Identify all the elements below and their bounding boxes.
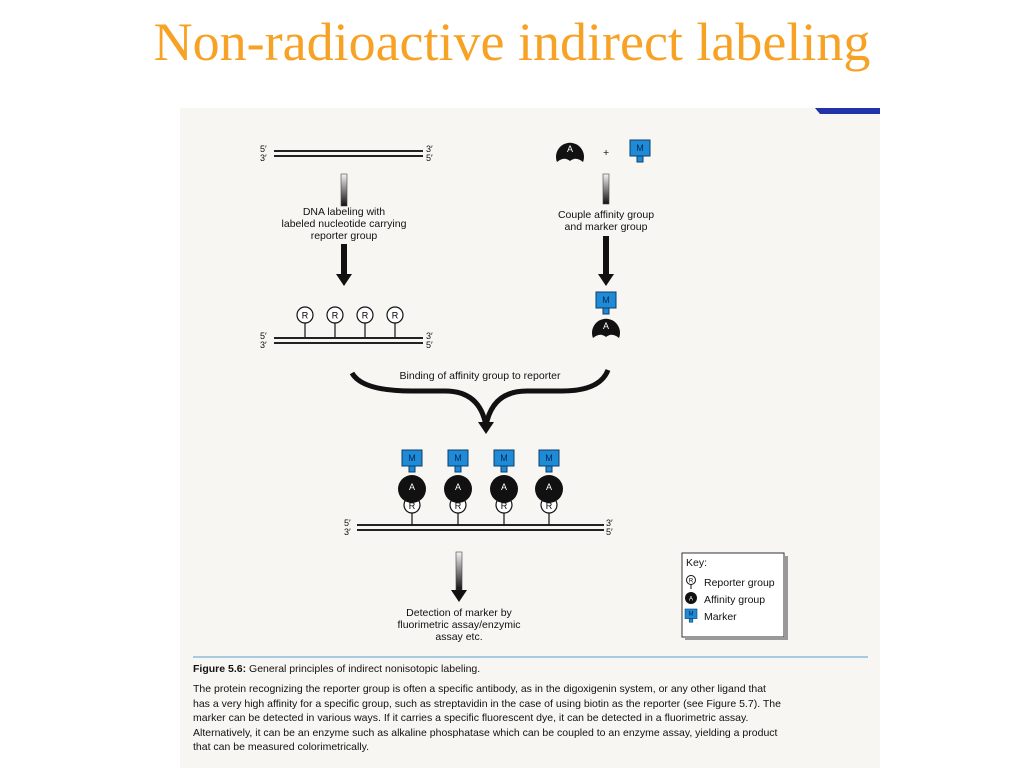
svg-text:R: R: [332, 311, 339, 321]
key-heading: Key:: [686, 557, 707, 569]
dna-labeling-text-2: labeled nucleotide carrying: [282, 218, 407, 230]
labeled-dna: 5′ 3′ 3′ 5′ R R R R: [260, 306, 433, 350]
strand-end-label: 5′: [606, 527, 613, 537]
svg-text:A: A: [603, 321, 609, 331]
affinity-icon: A: [685, 592, 697, 604]
strand-end-label: 5′: [260, 144, 267, 154]
caption-line: has a very high affinity for a specific …: [193, 697, 781, 710]
plus-sign: +: [603, 147, 609, 159]
svg-text:A: A: [501, 482, 507, 492]
dna-labeling-text-3: reporter group: [311, 230, 378, 242]
svg-text:R: R: [546, 501, 553, 511]
couple-arrow: Couple affinity group and marker group: [558, 173, 654, 286]
reporter-group: R: [386, 306, 404, 337]
figure-number: Figure 5.6:: [193, 663, 247, 675]
svg-text:A: A: [455, 482, 461, 492]
reporter-group: R: [356, 306, 374, 337]
svg-text:M: M: [454, 453, 462, 463]
marker-symbol: M: [595, 291, 617, 315]
svg-text:R: R: [392, 311, 399, 321]
detection-text-1: Detection of marker by: [406, 607, 512, 619]
detection-text-2: fluorimetric assay/enzymic: [397, 619, 520, 631]
binding-text: Binding of affinity group to reporter: [400, 370, 561, 382]
strand-end-label: 3′: [344, 527, 351, 537]
svg-text:M: M: [545, 453, 553, 463]
slide-title: Non-radioactive indirect labeling: [153, 12, 871, 72]
svg-text:M: M: [500, 453, 508, 463]
key-item-reporter: Reporter group: [704, 577, 775, 589]
dna-labeling-text-1: DNA labeling with: [303, 206, 385, 218]
svg-text:R: R: [362, 311, 369, 321]
svg-text:A: A: [689, 597, 693, 603]
complex-unit: R A M: [535, 449, 563, 525]
strand-end-label: 5′: [426, 340, 433, 350]
reporter-group: R: [296, 306, 314, 337]
caption-line: that can be measured colorimetrically.: [193, 741, 370, 753]
couple-text-2: and marker group: [565, 221, 648, 233]
binding-brace: Binding of affinity group to reporter: [349, 368, 611, 434]
marker-icon: M: [684, 608, 698, 623]
reporter-icon: R: [686, 575, 696, 589]
detection-text-3: assay etc.: [435, 631, 482, 643]
complex-unit: R A M: [490, 449, 518, 525]
strand-end-label: 3′: [426, 144, 433, 154]
svg-text:M: M: [602, 295, 610, 305]
strand-end-label: 3′: [260, 153, 267, 163]
svg-text:A: A: [546, 482, 552, 492]
caption-line: The protein recognizing the reporter gro…: [193, 683, 766, 695]
affinity-plus-marker: A + M: [556, 139, 651, 163]
affinity-group-symbol: A: [592, 318, 620, 338]
svg-text:R: R: [689, 579, 694, 585]
coupled-marker-affinity: M A: [592, 291, 620, 338]
strand-end-label: 5′: [426, 153, 433, 163]
complex-unit: R A M: [444, 449, 472, 525]
figure-caption-title: Figure 5.6: General principles of indire…: [193, 662, 865, 677]
key-legend: Key: R Reporter group A Affinity group M…: [681, 552, 788, 640]
key-item-marker: Marker: [704, 611, 737, 623]
strand-end-label: 3′: [606, 518, 613, 528]
svg-text:M: M: [636, 143, 644, 153]
caption-line: marker can be detected in various ways. …: [193, 712, 749, 724]
strand-end-label: 5′: [260, 331, 267, 341]
svg-text:R: R: [409, 501, 416, 511]
figure-caption-body: The protein recognizing the reporter gro…: [193, 682, 865, 755]
svg-text:R: R: [455, 501, 462, 511]
couple-text-1: Couple affinity group: [558, 209, 654, 221]
figure-title: General principles of indirect nonisotop…: [249, 663, 481, 675]
bound-complex: 5′ 3′ 3′ 5′ R A M R A M R A: [344, 449, 613, 537]
strand-end-label: 3′: [426, 331, 433, 341]
affinity-group-symbol: A: [556, 142, 584, 162]
svg-text:R: R: [501, 501, 508, 511]
dna-labeling-arrow: DNA labeling with labeled nucleotide car…: [282, 173, 407, 286]
svg-text:A: A: [567, 144, 573, 154]
key-item-affinity: Affinity group: [704, 594, 765, 606]
svg-text:A: A: [409, 482, 415, 492]
dna-duplex-top: 5′ 3′ 3′ 5′: [260, 144, 433, 163]
svg-text:M: M: [689, 612, 694, 618]
caption-line: Alternatively, it can be an enzyme such …: [193, 726, 778, 739]
scanned-figure: 5′ 3′ 3′ 5′ DNA labeling with labeled nu…: [180, 108, 880, 768]
page-edge-decoration: [815, 108, 880, 114]
svg-text:R: R: [302, 311, 309, 321]
strand-end-label: 3′: [260, 340, 267, 350]
svg-text:M: M: [408, 453, 416, 463]
complex-unit: R A M: [398, 449, 426, 525]
marker-symbol: M: [629, 139, 651, 163]
strand-end-label: 5′: [344, 518, 351, 528]
detection-arrow: Detection of marker by fluorimetric assa…: [397, 551, 521, 643]
reporter-group: R: [326, 306, 344, 337]
